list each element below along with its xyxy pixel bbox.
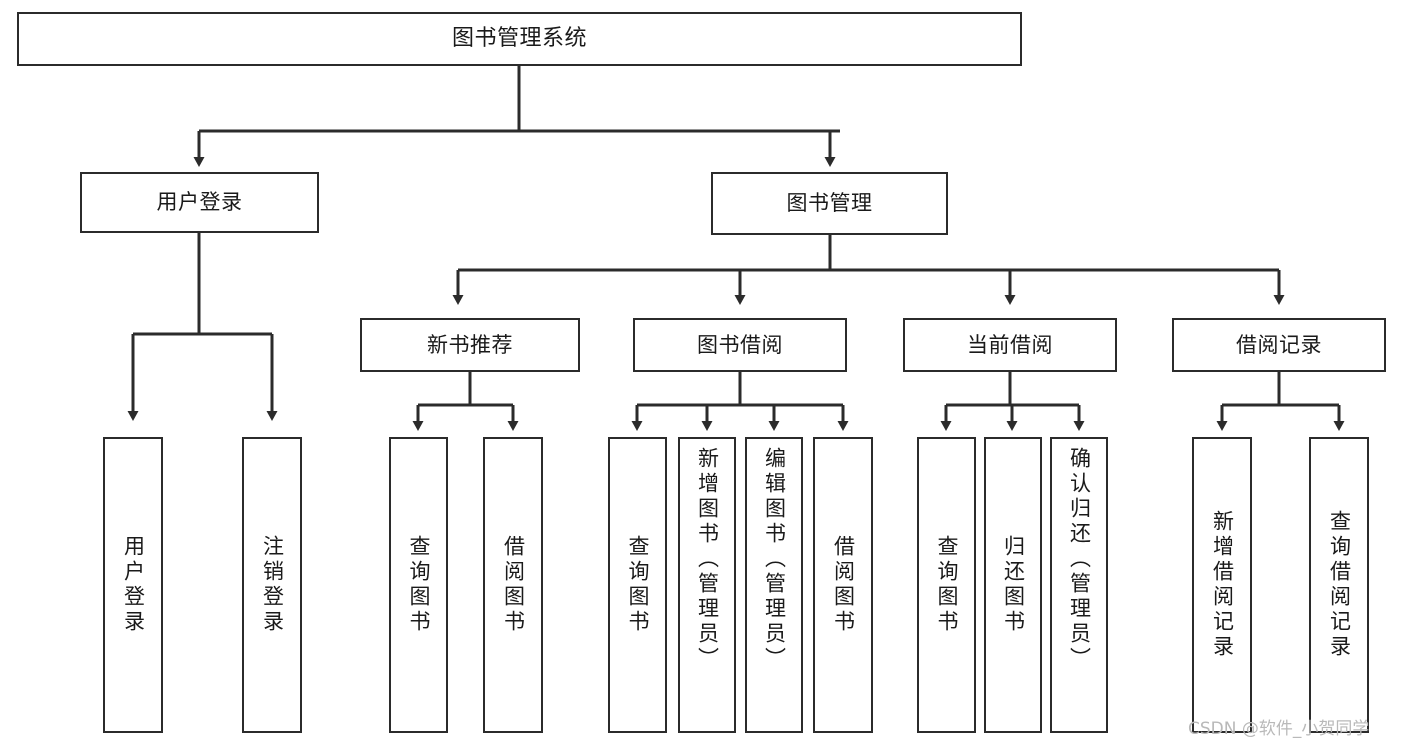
node-label: 新书推荐 bbox=[427, 332, 513, 357]
node-current-borrow[interactable]: 当前借阅 bbox=[903, 318, 1117, 372]
node-label: 新增图书（管理员） bbox=[695, 447, 720, 672]
leaf-query-book-current[interactable]: 查询图书 bbox=[917, 437, 976, 733]
leaf-query-borrow-record[interactable]: 查询借阅记录 bbox=[1309, 437, 1369, 733]
node-label: 用户登录 bbox=[121, 535, 146, 635]
leaf-query-book-recommend[interactable]: 查询图书 bbox=[389, 437, 448, 733]
node-label: 借阅图书 bbox=[831, 535, 856, 635]
node-label: 确认归还（管理员） bbox=[1067, 447, 1092, 672]
node-label: 用户登录 bbox=[156, 190, 243, 215]
leaf-borrow-book[interactable]: 借阅图书 bbox=[813, 437, 873, 733]
node-book-management[interactable]: 图书管理 bbox=[711, 172, 948, 235]
leaf-add-borrow-record[interactable]: 新增借阅记录 bbox=[1192, 437, 1252, 733]
node-label: 注销登录 bbox=[260, 535, 285, 635]
leaf-logout[interactable]: 注销登录 bbox=[242, 437, 302, 733]
leaf-query-book-borrow[interactable]: 查询图书 bbox=[608, 437, 667, 733]
leaf-user-login[interactable]: 用户登录 bbox=[103, 437, 163, 733]
node-label: 归还图书 bbox=[1001, 535, 1026, 635]
leaf-confirm-return-admin[interactable]: 确认归还（管理员） bbox=[1050, 437, 1108, 733]
node-label: 编辑图书（管理员） bbox=[762, 447, 787, 672]
leaf-add-book-admin[interactable]: 新增图书（管理员） bbox=[678, 437, 736, 733]
csdn-watermark: CSDN @软件_小贺同学 bbox=[1188, 719, 1370, 739]
node-label: 查询借阅记录 bbox=[1327, 510, 1352, 660]
node-book-borrow[interactable]: 图书借阅 bbox=[633, 318, 847, 372]
node-borrow-record[interactable]: 借阅记录 bbox=[1172, 318, 1386, 372]
leaf-edit-book-admin[interactable]: 编辑图书（管理员） bbox=[745, 437, 803, 733]
leaf-return-book[interactable]: 归还图书 bbox=[984, 437, 1042, 733]
leaf-borrow-book-recommend[interactable]: 借阅图书 bbox=[483, 437, 543, 733]
node-label: 当前借阅 bbox=[967, 332, 1053, 357]
node-label: 借阅记录 bbox=[1236, 332, 1322, 357]
node-label: 查询图书 bbox=[407, 535, 431, 635]
node-label: 新增借阅记录 bbox=[1210, 510, 1235, 660]
node-label: 查询图书 bbox=[935, 535, 959, 635]
node-label: 图书管理系统 bbox=[451, 26, 587, 52]
node-label: 查询图书 bbox=[626, 535, 650, 635]
node-label: 借阅图书 bbox=[501, 535, 526, 635]
node-label: 图书管理 bbox=[786, 191, 873, 216]
node-root-system[interactable]: 图书管理系统 bbox=[17, 12, 1022, 66]
node-new-book-recommend[interactable]: 新书推荐 bbox=[360, 318, 580, 372]
node-label: 图书借阅 bbox=[697, 332, 783, 357]
node-user-login[interactable]: 用户登录 bbox=[80, 172, 319, 233]
